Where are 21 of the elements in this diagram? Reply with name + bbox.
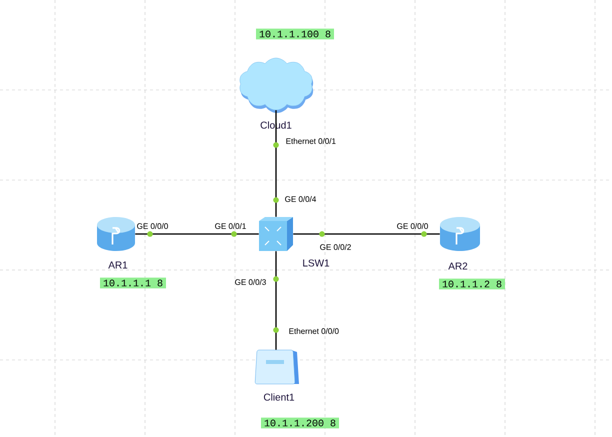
- link-line: [135, 233, 259, 235]
- port-label: GE 0/0/0: [397, 223, 428, 229]
- port-label: GE 0/0/0: [137, 223, 168, 229]
- router-node: AR2: [440, 217, 480, 270]
- node-label: LSW1: [303, 259, 330, 267]
- port-label: GE 0/0/3: [235, 279, 266, 285]
- node-label: AR1: [108, 262, 128, 268]
- link-line: [293, 233, 440, 235]
- ip-address-box: 10.1.1.2 8: [439, 278, 505, 290]
- port-label: GE 0/0/1: [215, 223, 246, 229]
- link-line: [275, 251, 277, 350]
- port-label: Ethernet 0/0/0: [289, 328, 339, 334]
- ip-address-box: 10.1.1.200 8: [261, 418, 339, 428]
- node-label: AR2: [448, 262, 468, 270]
- ip-address-box: 10.1.1.100 8: [256, 28, 334, 40]
- node-label: Client1: [264, 393, 294, 401]
- client-node: Client1: [254, 350, 299, 402]
- ip-address-box: 10.1.1.1 8: [100, 278, 166, 288]
- port-label: Ethernet 0/0/1: [286, 138, 336, 144]
- port-label: GE 0/0/4: [285, 196, 316, 202]
- router-node: AR1: [97, 217, 135, 270]
